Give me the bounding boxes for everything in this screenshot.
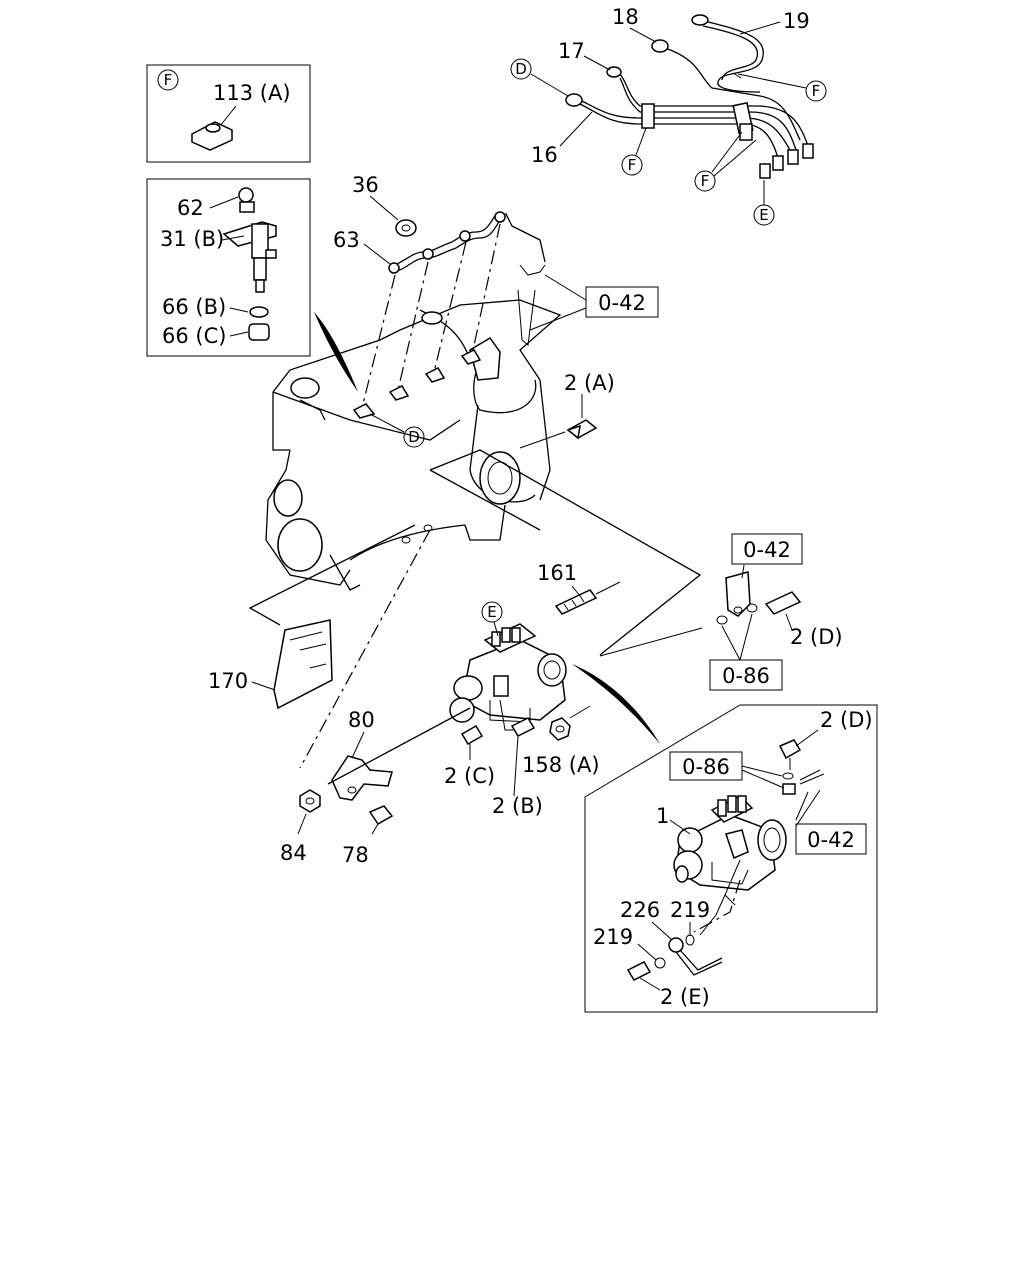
leak-off-pipe [352,211,546,419]
nut-84: 84 [280,789,321,865]
svg-text:62: 62 [177,196,204,220]
marker-e-pump: E [481,601,503,637]
inset-injector: 62 31 (B) 66 (B) 66 (C) [146,178,311,357]
svg-text:18: 18 [612,5,639,29]
injection-pump-main [449,623,567,731]
svg-text:158 (A): 158 (A) [522,753,600,777]
svg-text:16: 16 [531,143,558,167]
svg-text:E: E [487,603,496,621]
marker-f-pipe: F [621,127,647,176]
engine-block [265,289,562,591]
svg-text:78: 78 [342,843,369,867]
svg-text:F: F [701,172,710,190]
inset-f-clamp: F 113 (A) [146,64,311,163]
svg-text:0-86: 0-86 [722,664,770,688]
marker-f-lower: F [694,131,757,192]
svg-text:84: 84 [280,841,307,865]
dark-arrow-upper [314,312,358,392]
svg-text:170: 170 [208,669,248,693]
bolt-2b: 2 (B) [492,717,543,818]
svg-text:2 (B): 2 (B) [492,794,543,818]
part-170-cover: 170 [208,619,333,710]
svg-text:F: F [812,82,821,100]
bolt-78: 78 [342,805,394,867]
svg-text:36: 36 [352,173,379,197]
inset-pump-assembly: 1 2 (D) 0-86 0-42 226 219 219 2 (E) [584,704,878,1013]
svg-text:31 (B): 31 (B) [160,227,224,251]
label-63: 63 [333,228,391,265]
marker-e-top: E [753,180,775,226]
dark-arrow-lower [572,664,660,744]
marker-d-top: D [510,58,569,97]
ref-0-42-top[interactable]: 0-42 [529,274,659,331]
label-17: 17 [558,39,611,71]
svg-text:63: 63 [333,228,360,252]
part-161: 161 [537,561,621,615]
bolt-2a: 2 (A) [519,371,615,449]
label-36: 36 [352,173,399,221]
bolt-2d-upper: 2 (D) [599,591,843,657]
bracket-80: 80 [327,707,471,801]
svg-text:F: F [628,156,637,174]
svg-text:66 (B): 66 (B) [162,295,226,319]
svg-text:19: 19 [783,9,810,33]
svg-text:F: F [164,71,173,89]
svg-text:2 (D): 2 (D) [820,708,873,732]
svg-text:80: 80 [348,708,375,732]
svg-text:D: D [408,428,420,446]
svg-text:161: 161 [537,561,577,585]
bolt-2c: 2 (C) [444,724,495,788]
svg-text:0-42: 0-42 [743,538,791,562]
svg-text:2 (C): 2 (C) [444,764,495,788]
label-19: 19 [739,9,810,35]
svg-text:0-42: 0-42 [598,291,646,315]
svg-text:2 (A): 2 (A) [564,371,615,395]
ref-0-86-mid[interactable]: 0-86 [709,613,783,691]
svg-text:2 (D): 2 (D) [790,625,843,649]
svg-text:1: 1 [656,804,669,828]
injection-pipe-group [565,14,814,179]
marker-f-right: F [737,73,827,102]
svg-text:0-42: 0-42 [807,828,855,852]
label-18: 18 [612,5,657,43]
svg-text:D: D [515,60,527,78]
label-16: 16 [531,111,593,167]
svg-text:219: 219 [593,925,633,949]
svg-text:2 (E): 2 (E) [660,985,710,1009]
svg-text:226: 226 [620,898,660,922]
svg-text:219: 219 [670,898,710,922]
svg-text:113 (A): 113 (A) [213,81,291,105]
svg-text:0-86: 0-86 [682,755,730,779]
marker-d-engine: D [369,413,425,448]
svg-text:17: 17 [558,39,585,63]
svg-text:E: E [759,206,768,224]
svg-text:66 (C): 66 (C) [162,324,226,348]
pump-mount-leader [248,449,702,769]
ref-0-42-mid[interactable]: 0-42 [725,533,803,617]
nut-158a: 158 (A) [522,705,600,777]
